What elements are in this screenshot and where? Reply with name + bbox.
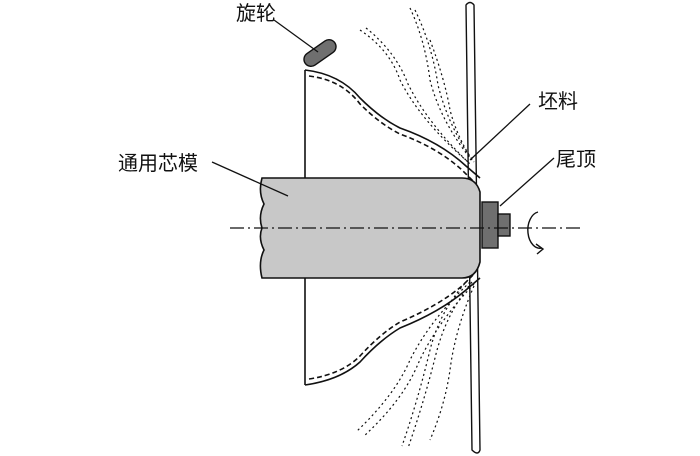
spinning-roller — [303, 38, 337, 68]
blank-plate — [465, 1, 481, 454]
label-blank: 坯料 — [538, 89, 578, 113]
label-spinning-roller: 旋轮 — [236, 1, 276, 25]
leader-lines — [211, 19, 555, 207]
tailstock — [481, 201, 511, 249]
universal-mandrel — [259, 177, 481, 279]
forming-trace-lines-bottom — [355, 279, 475, 449]
label-universal-mandrel: 通用芯模 — [118, 151, 198, 175]
forming-trace-lines-top — [359, 7, 475, 165]
formed-workpiece — [304, 69, 481, 386]
rotation-arrow-icon — [527, 211, 545, 255]
label-tailstock: 尾顶 — [556, 147, 596, 171]
